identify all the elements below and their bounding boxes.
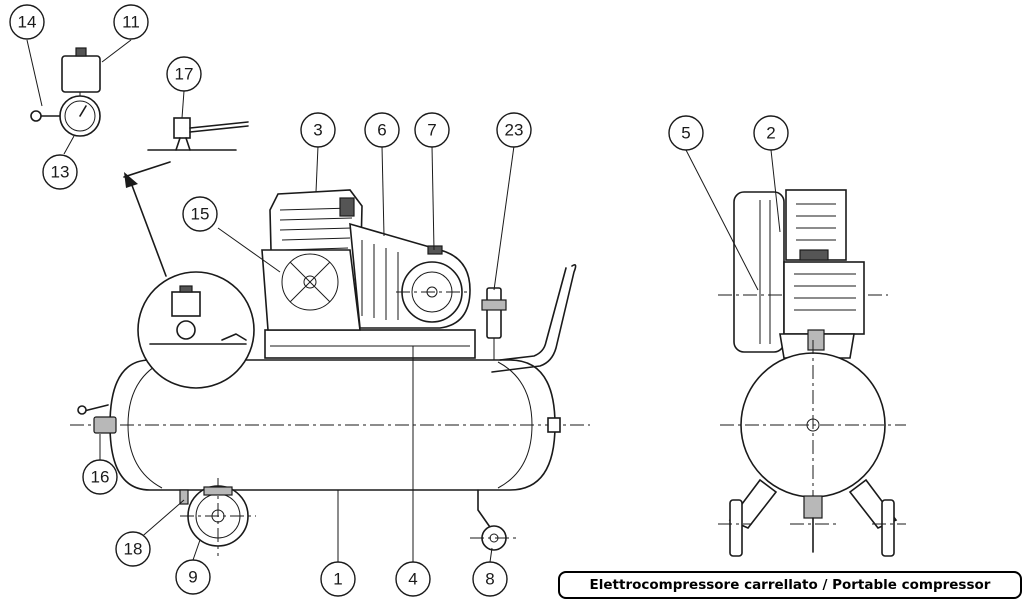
safety-valve xyxy=(481,287,507,360)
callout-17: 17 xyxy=(166,56,202,92)
callout-13: 13 xyxy=(42,154,78,190)
side-view xyxy=(718,189,906,557)
svg-text:16: 16 xyxy=(91,468,110,487)
front-foot-wheel xyxy=(179,478,256,556)
callout-3: 3 xyxy=(300,112,336,148)
callout-18: 18 xyxy=(115,531,151,567)
leader-lines xyxy=(26,39,781,563)
svg-text:6: 6 xyxy=(377,121,386,140)
callout-14: 14 xyxy=(9,4,45,40)
drain-valve xyxy=(77,404,117,434)
svg-text:13: 13 xyxy=(51,163,70,182)
svg-text:2: 2 xyxy=(766,124,775,143)
rear-caster xyxy=(470,489,518,551)
svg-text:9: 9 xyxy=(188,568,197,587)
detail-magnifier xyxy=(123,161,255,389)
svg-text:4: 4 xyxy=(408,570,417,589)
base-plate xyxy=(264,329,476,359)
motor xyxy=(396,261,468,323)
callout-2: 2 xyxy=(753,115,789,151)
svg-text:3: 3 xyxy=(313,121,322,140)
callout-6: 6 xyxy=(364,112,400,148)
callout-23: 23 xyxy=(496,112,532,148)
svg-text:7: 7 xyxy=(427,121,436,140)
callout-16: 16 xyxy=(82,459,118,495)
svg-text:11: 11 xyxy=(122,13,140,32)
callout-4: 4 xyxy=(395,561,431,597)
pump-head xyxy=(261,189,363,331)
svg-text:18: 18 xyxy=(124,540,143,559)
svg-text:5: 5 xyxy=(681,124,690,143)
quick-coupling xyxy=(147,117,249,151)
callout-9: 9 xyxy=(175,559,211,595)
handle xyxy=(491,264,577,373)
callout-7: 7 xyxy=(414,112,450,148)
svg-text:8: 8 xyxy=(485,570,494,589)
callout-11: 11 xyxy=(113,4,149,40)
callout-1: 1 xyxy=(320,561,356,597)
callout-15: 15 xyxy=(182,196,218,232)
pressure-switch-assembly xyxy=(30,47,101,137)
callout-5: 5 xyxy=(668,115,704,151)
svg-text:23: 23 xyxy=(505,121,524,140)
svg-text:15: 15 xyxy=(191,205,210,224)
callout-8: 8 xyxy=(472,561,508,597)
svg-text:17: 17 xyxy=(175,65,194,84)
figure-caption: Elettrocompressore carrellato / Portable… xyxy=(558,571,1022,599)
svg-text:14: 14 xyxy=(18,13,37,32)
air-tank xyxy=(70,359,590,491)
svg-text:1: 1 xyxy=(333,570,342,589)
